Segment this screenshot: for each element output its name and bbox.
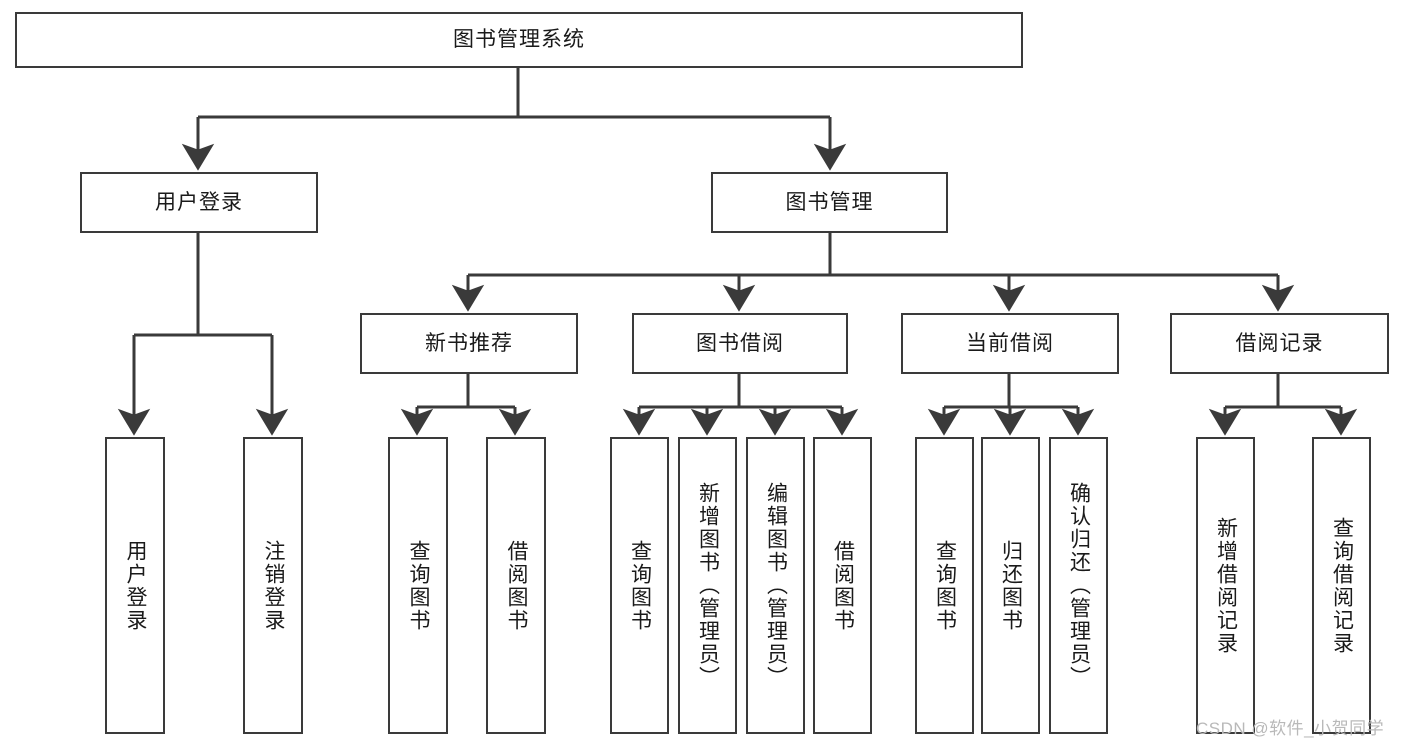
leaf-record-add-record-label: 新增借阅记录 — [1214, 516, 1238, 655]
leaf-borrow-add-book-admin[interactable]: 新增图书（管理员） — [678, 437, 737, 734]
leaf-current-query-book[interactable]: 查询图书 — [915, 437, 974, 734]
node-book-manage[interactable]: 图书管理 — [711, 172, 948, 233]
node-new-book-recommend[interactable]: 新书推荐 — [360, 313, 578, 374]
leaf-current-confirm-return-admin[interactable]: 确认归还（管理员） — [1049, 437, 1108, 734]
node-root[interactable]: 图书管理系统 — [15, 12, 1023, 68]
leaf-record-add-record[interactable]: 新增借阅记录 — [1196, 437, 1255, 734]
node-book-manage-label: 图书管理 — [785, 190, 874, 214]
leaf-newbook-borrow-book-label: 借阅图书 — [505, 539, 529, 632]
leaf-user-logout[interactable]: 注销登录 — [243, 437, 303, 734]
leaf-newbook-borrow-book[interactable]: 借阅图书 — [486, 437, 546, 734]
node-user-login[interactable]: 用户登录 — [80, 172, 318, 233]
leaf-borrow-edit-book-admin-label: 编辑图书（管理员） — [764, 482, 788, 689]
leaf-borrow-edit-book-admin[interactable]: 编辑图书（管理员） — [746, 437, 805, 734]
leaf-current-query-book-label: 查询图书 — [933, 539, 957, 632]
leaf-borrow-query-book-label: 查询图书 — [628, 539, 652, 632]
leaf-user-login-label: 用户登录 — [124, 539, 148, 632]
watermark: CSDN @软件_小贺同学 — [1196, 719, 1385, 738]
node-current-borrow-label: 当前借阅 — [966, 331, 1054, 355]
leaf-newbook-query-book[interactable]: 查询图书 — [388, 437, 448, 734]
node-borrow-record-label: 借阅记录 — [1235, 331, 1324, 355]
leaf-user-login[interactable]: 用户登录 — [105, 437, 165, 734]
leaf-borrow-borrow-book-label: 借阅图书 — [831, 539, 855, 632]
leaf-current-confirm-return-admin-label: 确认归还（管理员） — [1067, 482, 1091, 689]
node-new-book-recommend-label: 新书推荐 — [425, 331, 513, 355]
node-borrow-record[interactable]: 借阅记录 — [1170, 313, 1389, 374]
leaf-user-logout-label: 注销登录 — [262, 539, 286, 632]
leaf-borrow-borrow-book[interactable]: 借阅图书 — [813, 437, 872, 734]
node-current-borrow[interactable]: 当前借阅 — [901, 313, 1119, 374]
leaf-borrow-query-book[interactable]: 查询图书 — [610, 437, 669, 734]
leaf-current-return-book[interactable]: 归还图书 — [981, 437, 1040, 734]
leaf-borrow-add-book-admin-label: 新增图书（管理员） — [696, 482, 720, 689]
leaf-record-query-record[interactable]: 查询借阅记录 — [1312, 437, 1371, 734]
node-root-label: 图书管理系统 — [453, 28, 585, 52]
node-book-borrow-label: 图书借阅 — [696, 331, 784, 355]
node-user-login-label: 用户登录 — [155, 190, 243, 214]
leaf-record-query-record-label: 查询借阅记录 — [1330, 516, 1354, 655]
node-book-borrow[interactable]: 图书借阅 — [632, 313, 848, 374]
leaf-newbook-query-book-label: 查询图书 — [407, 539, 431, 632]
leaf-current-return-book-label: 归还图书 — [999, 539, 1023, 632]
